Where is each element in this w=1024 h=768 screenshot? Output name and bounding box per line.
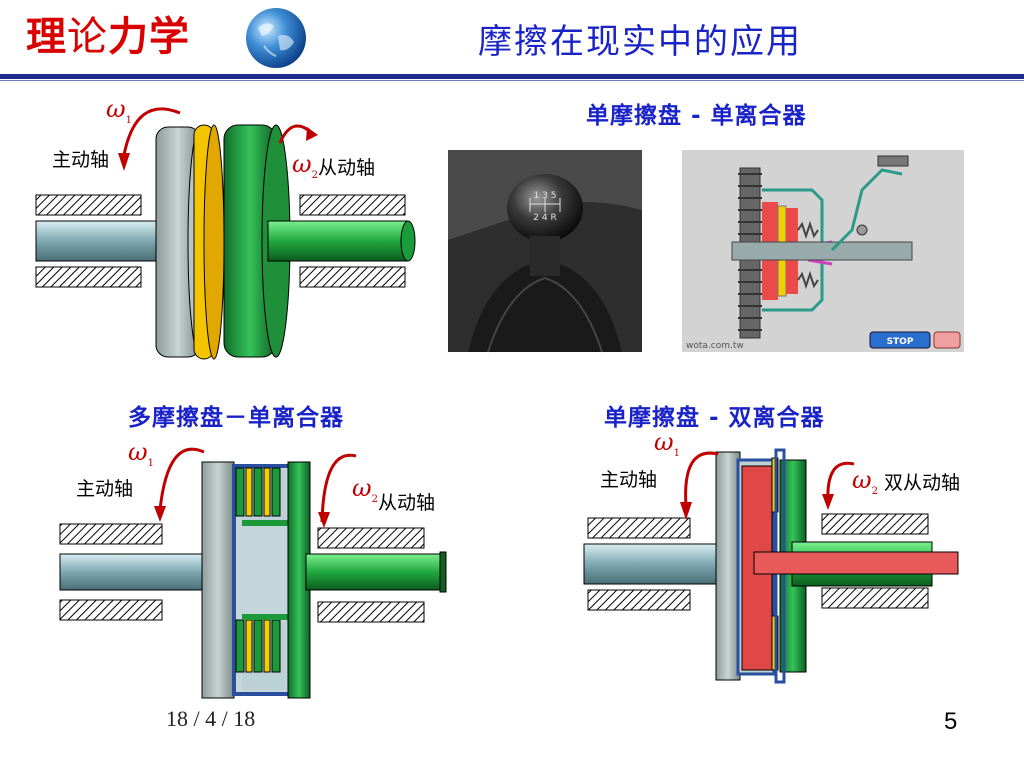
header-divider — [0, 74, 1024, 79]
driven-shaft — [305, 553, 443, 591]
bearing-block — [35, 194, 142, 216]
stop-button — [869, 331, 931, 349]
bearing-block — [35, 266, 142, 288]
clutch-animation-panel: wota.com.tw STOP — [682, 150, 964, 352]
omega1-label: ω1 — [128, 438, 154, 469]
driving-shaft — [583, 543, 725, 585]
omega1-label: ω1 — [654, 428, 680, 459]
driving-shaft-label: 主动轴 — [76, 478, 134, 500]
clutch-drum — [715, 451, 741, 681]
clutch-drum — [201, 461, 235, 699]
single-disc-clutch-diagram — [35, 107, 416, 360]
driving-shaft-label: 主动轴 — [600, 469, 658, 491]
header-divider-thin — [0, 80, 1024, 81]
gear-pattern-top: 1 3 5 — [534, 191, 557, 201]
driven-shaft — [267, 220, 409, 262]
double-clutch-diagram — [583, 448, 959, 684]
omega1-label: ω1 — [106, 95, 132, 126]
brand-logo-text: 理论力学 — [26, 4, 190, 62]
driven-shaft-label: 从动轴 — [318, 157, 376, 179]
globe-icon — [246, 8, 306, 68]
gear-shift-photo: 1 3 5 2 4 R — [448, 150, 642, 353]
bearing-block — [299, 266, 406, 288]
svg-text:STOP: STOP — [887, 337, 914, 347]
animation-watermark: wota.com.tw — [686, 341, 744, 351]
omega2-label: ω2 — [292, 150, 318, 181]
brand-char-2: 论 — [67, 14, 108, 60]
driven-shaft-label: 双从动轴 — [884, 472, 961, 494]
bearing-block — [299, 194, 406, 216]
brand-char-3: 力学 — [108, 14, 190, 60]
omega2-label: ω2 — [852, 466, 878, 497]
page-number: 5 — [944, 708, 958, 735]
slide-date: 18 / 4 / 18 — [166, 706, 256, 731]
driving-shaft-label: 主动轴 — [52, 149, 110, 171]
brand-char-1: 理 — [26, 14, 67, 60]
page-title: 摩擦在现实中的应用 — [478, 22, 802, 62]
driving-shaft — [59, 553, 211, 591]
caption-multi-disc-single-clutch: 多摩擦盘－单离合器 — [128, 405, 344, 431]
multi-disc-clutch-diagram — [59, 447, 447, 699]
driven-shaft-label: 从动轴 — [378, 492, 436, 514]
replay-button — [933, 331, 961, 349]
caption-single-disc-double-clutch: 单摩擦盘 - 双离合器 — [604, 405, 825, 431]
driven-shaft-inner — [753, 551, 959, 575]
caption-single-disc-single-clutch: 单摩擦盘 - 单离合器 — [586, 103, 807, 129]
gear-pattern-bottom: 2 4 R — [533, 213, 556, 223]
omega2-label: ω2 — [352, 474, 378, 505]
